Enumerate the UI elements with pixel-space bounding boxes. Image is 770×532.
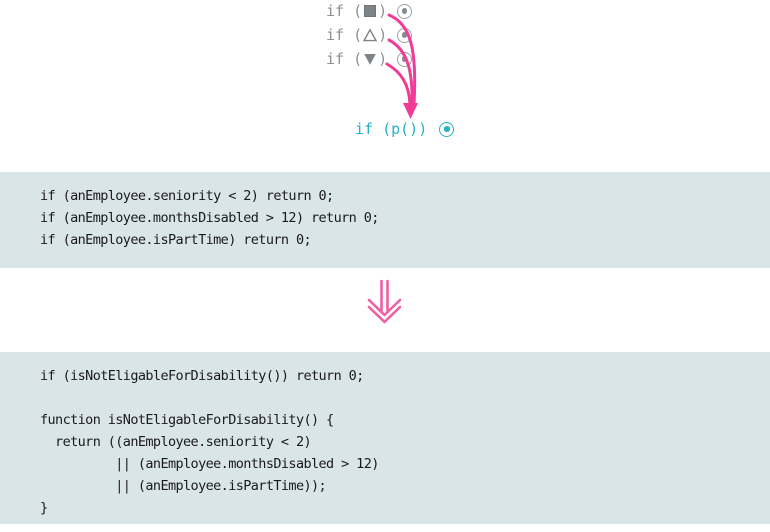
consolidate-conditions-diagram: if ( ) if ( ) if ( ) if (p()) <box>0 0 770 172</box>
diagram-row-square: if ( ) <box>326 2 413 20</box>
circle-dot-icon <box>397 51 413 67</box>
circle-dot-icon <box>397 3 413 19</box>
if-open-text: if ( <box>326 2 363 20</box>
code-block-after: if (isNotEligableForDisability()) return… <box>0 352 770 524</box>
if-p-text: if (p()) <box>355 120 428 138</box>
circle-dot-icon <box>397 27 413 43</box>
if-open-text: if ( <box>326 50 363 68</box>
diagram-row-triangle-down: if ( ) <box>326 50 413 68</box>
close-paren-text: ) <box>378 2 388 20</box>
triangle-down-filled-icon <box>364 54 376 65</box>
code-block-before: if (anEmployee.seniority < 2) return 0; … <box>0 172 770 268</box>
diagram-row-triangle-up: if ( ) <box>326 26 413 44</box>
close-paren-text: ) <box>378 50 388 68</box>
triangle-up-outline-icon <box>362 28 378 42</box>
dot <box>401 8 408 14</box>
dot <box>401 32 408 38</box>
diagram-result-row: if (p()) <box>355 120 455 138</box>
close-paren-text: ) <box>378 26 388 44</box>
dot <box>444 126 450 132</box>
if-open-text: if ( <box>326 26 363 44</box>
dot <box>401 56 408 62</box>
square-filled-icon <box>364 5 377 17</box>
transform-down-arrow-icon <box>367 279 402 324</box>
circle-dot-cyan-icon <box>439 121 455 137</box>
